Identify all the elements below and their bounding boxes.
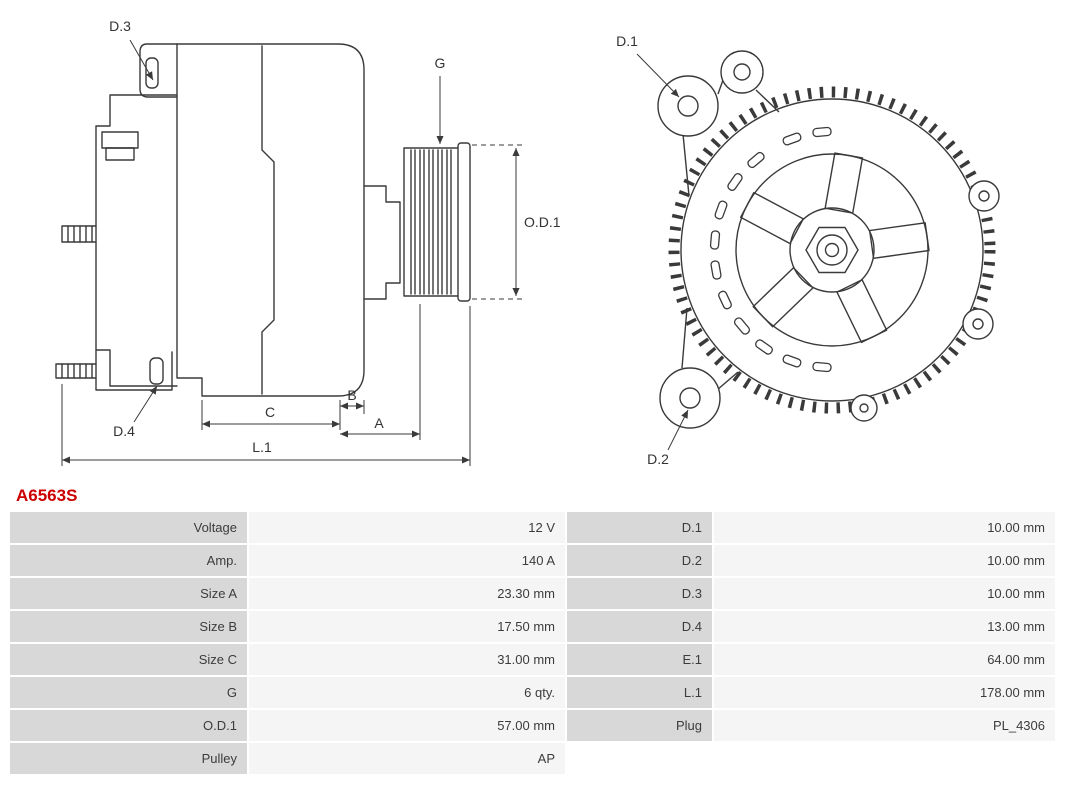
spec-label-cell: D.1 [567,512,712,543]
spec-value-cell [714,743,1055,774]
spec-label-cell: Amp. [10,545,247,576]
spec-value-cell: 140 A [249,545,565,576]
technical-drawing: D.3 G O.D.1 D.4 C B A L.1 [55,18,1000,467]
spec-label-cell [567,743,712,774]
spec-label-cell: Size A [10,578,247,609]
spec-value-cell: 6 qty. [249,677,565,708]
part-number: A6563S [16,486,78,505]
spec-value-cell: 10.00 mm [714,512,1055,543]
dim-label-od1: O.D.1 [524,214,561,230]
dim-label-l1: L.1 [252,439,272,455]
spec-value-cell: 64.00 mm [714,644,1055,675]
spec-label-cell: E.1 [567,644,712,675]
dim-label-d3: D.3 [109,18,131,34]
dim-label-g: G [435,55,446,71]
spec-value-cell: AP [249,743,565,774]
spec-value-cell: 178.00 mm [714,677,1055,708]
dim-label-c: C [265,404,275,420]
spec-label-cell: D.4 [567,611,712,642]
spec-value-cell: 10.00 mm [714,578,1055,609]
dim-label-d4: D.4 [113,423,135,439]
spec-value-cell: 23.30 mm [249,578,565,609]
dim-label-d1: D.1 [616,33,638,49]
spec-label-cell: Size C [10,644,247,675]
spec-value-cell: 12 V [249,512,565,543]
technical-drawing-area: D.3 G O.D.1 D.4 C B A L.1 [55,18,1000,467]
spec-value-cell: 57.00 mm [249,710,565,741]
spec-label-cell: Plug [567,710,712,741]
spec-label-cell: D.2 [567,545,712,576]
side-view-drawing [55,43,471,397]
spec-label-cell: G [10,677,247,708]
side-view-dimensions [61,39,522,466]
dim-label-b: B [347,387,356,403]
spec-label-cell: Voltage [10,512,247,543]
spec-label-cell: L.1 [567,677,712,708]
spec-label-cell: O.D.1 [10,710,247,741]
dim-label-a: A [374,415,384,431]
rear-view-drawing [657,50,1000,429]
spec-value-cell: 10.00 mm [714,545,1055,576]
spec-value-cell: 17.50 mm [249,611,565,642]
spec-label-cell: D.3 [567,578,712,609]
spec-value-cell: 31.00 mm [249,644,565,675]
dim-label-d2: D.2 [647,451,669,467]
spec-value-cell: PL_4306 [714,710,1055,741]
spec-label-cell: Size B [10,611,247,642]
spec-value-cell: 13.00 mm [714,611,1055,642]
spec-label-cell: Pulley [10,743,247,774]
spec-table: Voltage 12 V D.1 10.00 mm Amp. 140 A D.2… [10,512,1080,774]
